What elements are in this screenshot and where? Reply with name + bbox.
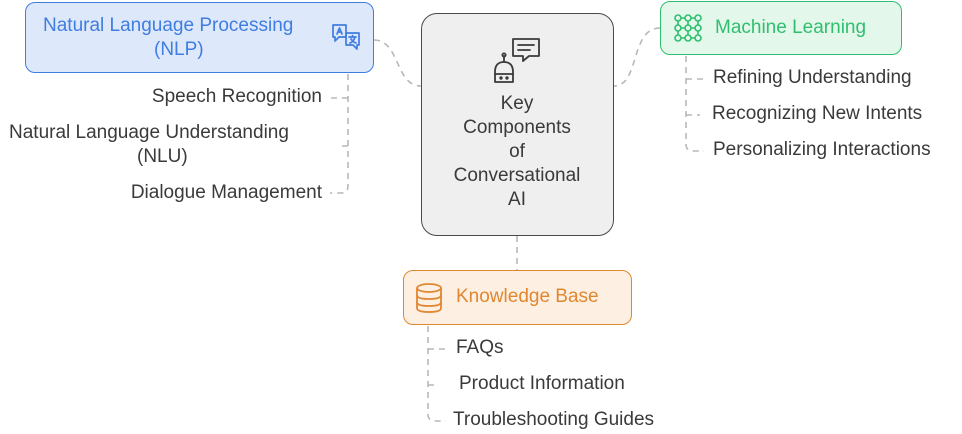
nlp-item-nlu-line-2: (NLU) (137, 146, 188, 167)
kb-node: Knowledge Base (403, 270, 632, 325)
neural-grid-icon (674, 14, 702, 42)
connector-ml (613, 27, 661, 87)
connector-kb-items (427, 326, 446, 422)
kb-item-product-information: Product Information (459, 373, 625, 394)
nlp-item-dialogue-management: Dialogue Management (130, 182, 322, 203)
translate-icon (332, 24, 360, 50)
center-title-line-5: AI (508, 189, 526, 210)
nlp-item-nlu-line-1: Natural Language Understanding (9, 122, 289, 143)
connector-nlp-items (330, 74, 349, 194)
robot-chat-icon (494, 38, 540, 83)
ml-item-refining-understanding: Refining Understanding (713, 67, 912, 88)
center-title-line-3: of (509, 141, 525, 162)
nlp-title-line-2: (NLP) (154, 39, 204, 60)
ml-node: Machine Learning (660, 1, 902, 55)
center-title-line-2: Components (463, 117, 571, 138)
nlp-node: Natural Language Processing (NLP) (25, 2, 374, 73)
database-icon (416, 283, 442, 313)
ml-title: Machine Learning (715, 17, 867, 38)
center-title-line-4: Conversational (453, 165, 581, 186)
ml-item-personalizing-interactions: Personalizing Interactions (713, 139, 931, 160)
center-title-line-1: Key (500, 93, 534, 114)
center-node: Key Components of Conversational AI (421, 13, 614, 236)
ml-item-recognizing-new-intents: Recognizing New Intents (712, 103, 923, 124)
connector-nlp (373, 39, 422, 87)
kb-title: Knowledge Base (456, 286, 599, 307)
connector-ml-items (685, 56, 704, 152)
nlp-item-speech-recognition: Speech Recognition (151, 86, 322, 107)
kb-item-faqs: FAQs (456, 337, 504, 358)
nlp-title-line-1: Natural Language Processing (43, 15, 294, 36)
center-title: Key Components of Conversational AI (422, 92, 612, 212)
kb-item-troubleshooting-guides: Troubleshooting Guides (453, 409, 655, 430)
